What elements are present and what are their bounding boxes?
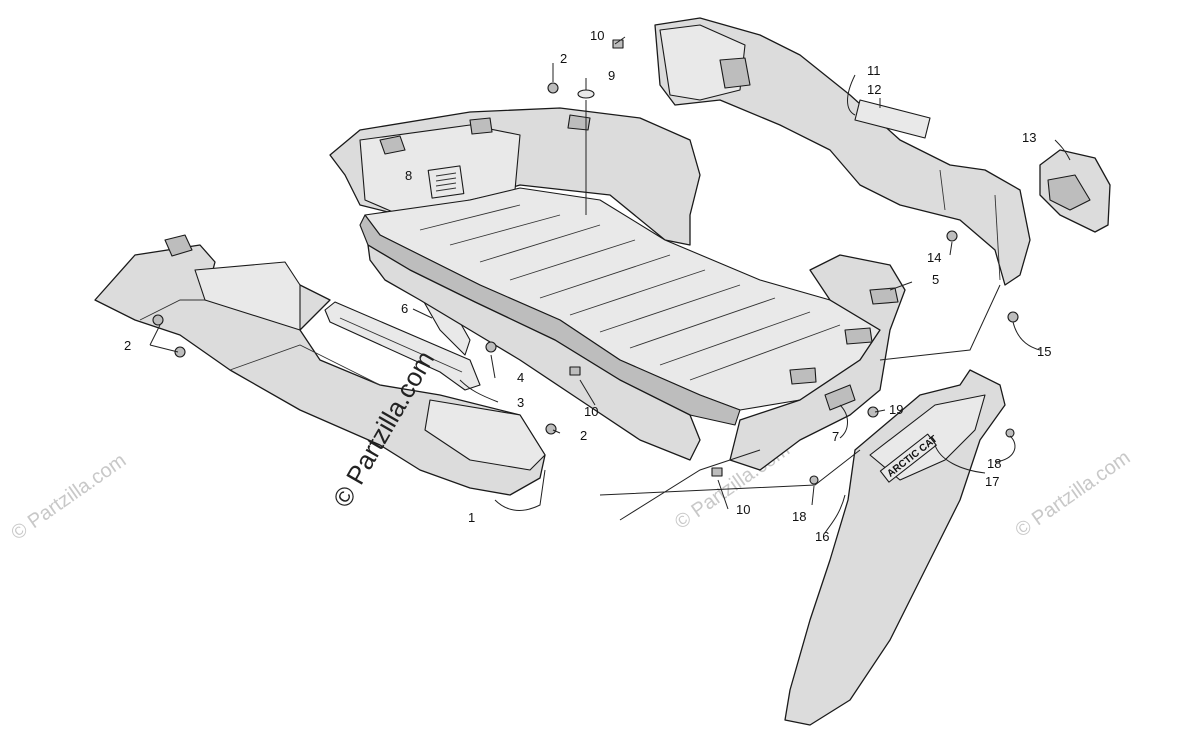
callout-2-top: 2 [560, 51, 567, 66]
callout-15: 15 [1037, 344, 1051, 359]
watermark-left: © Partzilla.com [7, 449, 130, 544]
callout-2-left: 2 [124, 338, 131, 353]
part-7-reflector [824, 384, 856, 411]
leader-lines [149, 36, 1071, 534]
cargo-box [329, 107, 906, 471]
part-16-right-panel: ARCTIC CAT [784, 369, 1006, 726]
callout-6: 6 [401, 301, 408, 316]
fasteners [152, 39, 1019, 485]
callout-11: 11 [867, 63, 881, 78]
callout-18-right: 18 [987, 456, 1001, 471]
callout-16: 16 [815, 529, 829, 544]
callout-10-bottom: 10 [736, 502, 750, 517]
callout-7: 7 [832, 429, 839, 444]
callout-9: 9 [608, 68, 615, 83]
part-17-decal [879, 433, 937, 483]
callout-17: 17 [985, 474, 999, 489]
watermark-right: © Partzilla.com [1011, 447, 1134, 542]
part-13-taillight [1039, 149, 1111, 233]
part-12-label [854, 99, 931, 139]
callout-18-bottom: 18 [792, 509, 806, 524]
callout-10-top: 10 [590, 28, 604, 43]
callout-13: 13 [1022, 130, 1036, 145]
callout-1: 1 [468, 510, 475, 525]
part-8-warning-label [427, 165, 465, 199]
callout-14: 14 [927, 250, 941, 265]
callout-8: 8 [405, 168, 412, 183]
callout-labels: 1 2 2 2 3 4 5 6 7 8 9 10 10 10 11 12 13 … [124, 28, 1051, 544]
callout-19: 19 [889, 402, 903, 417]
callout-5: 5 [932, 272, 939, 287]
callout-4: 4 [517, 370, 524, 385]
part-1-left-panel [94, 234, 546, 496]
part-3-trim-strip [324, 301, 481, 391]
callout-12: 12 [867, 82, 881, 97]
part-11-rear-trim [654, 17, 1031, 286]
callout-2-center: 2 [580, 428, 587, 443]
callout-10-mid: 10 [584, 404, 598, 419]
callout-3: 3 [517, 395, 524, 410]
